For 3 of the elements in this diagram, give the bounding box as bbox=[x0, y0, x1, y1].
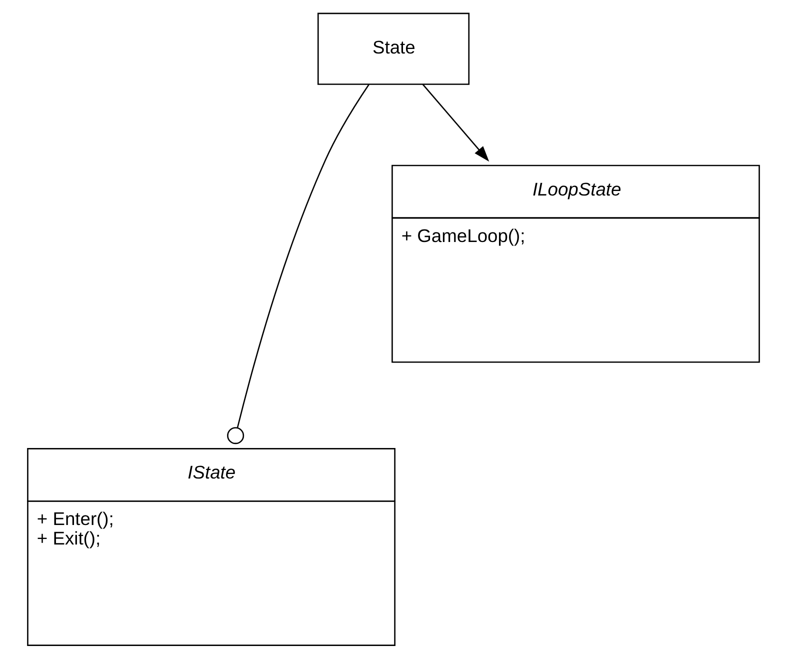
node-box: State bbox=[316, 12, 470, 85]
connector bbox=[226, 84, 369, 444]
arrow bbox=[422, 84, 489, 162]
